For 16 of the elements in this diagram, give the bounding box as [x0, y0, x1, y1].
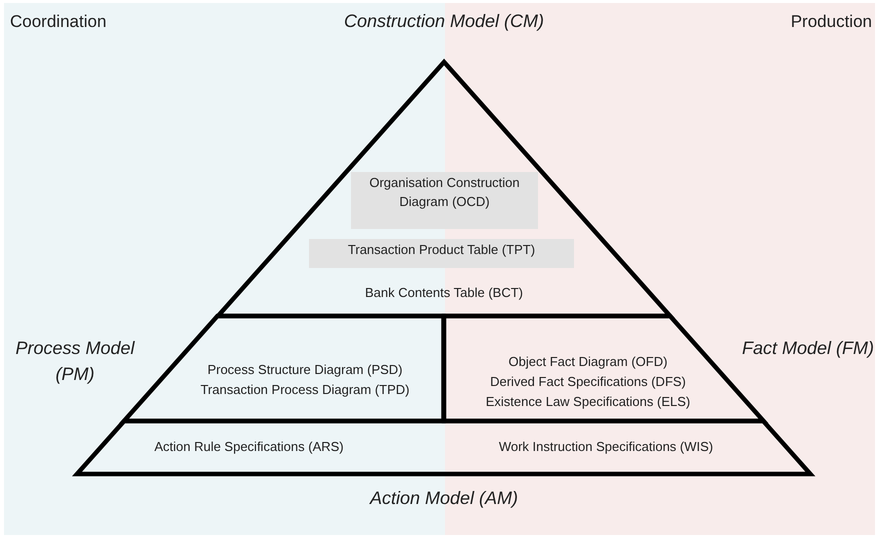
model-item-text: Process Structure Diagram (PSD) [206, 361, 404, 379]
model-heading: Construction Model (CM) [342, 10, 546, 33]
model-item-text: Object Fact Diagram (OFD) [508, 353, 668, 371]
highlighted-item: Transaction Product Table (TPT) [308, 239, 574, 268]
highlighted-item: Organisation Construction Diagram (OCD) [350, 172, 538, 229]
model-item-text: Derived Fact Specifications (DFS) [489, 373, 687, 391]
side-label: Production [790, 11, 872, 33]
model-item-text: Action Rule Specifications (ARS) [153, 438, 345, 456]
model-heading: Process Model (PM) [14, 337, 136, 386]
model-item-text: Transaction Process Diagram (TPD) [199, 381, 410, 399]
model-item-text: Bank Contents Table (BCT) [364, 284, 524, 302]
model-item-text: Work Instruction Specifications (WIS) [498, 438, 714, 456]
model-item-text: Existence Law Specifications (ELS) [484, 393, 692, 411]
model-heading: Action Model (AM) [368, 487, 519, 510]
model-heading: Fact Model (FM) [740, 337, 875, 360]
side-label: Coordination [10, 11, 106, 33]
